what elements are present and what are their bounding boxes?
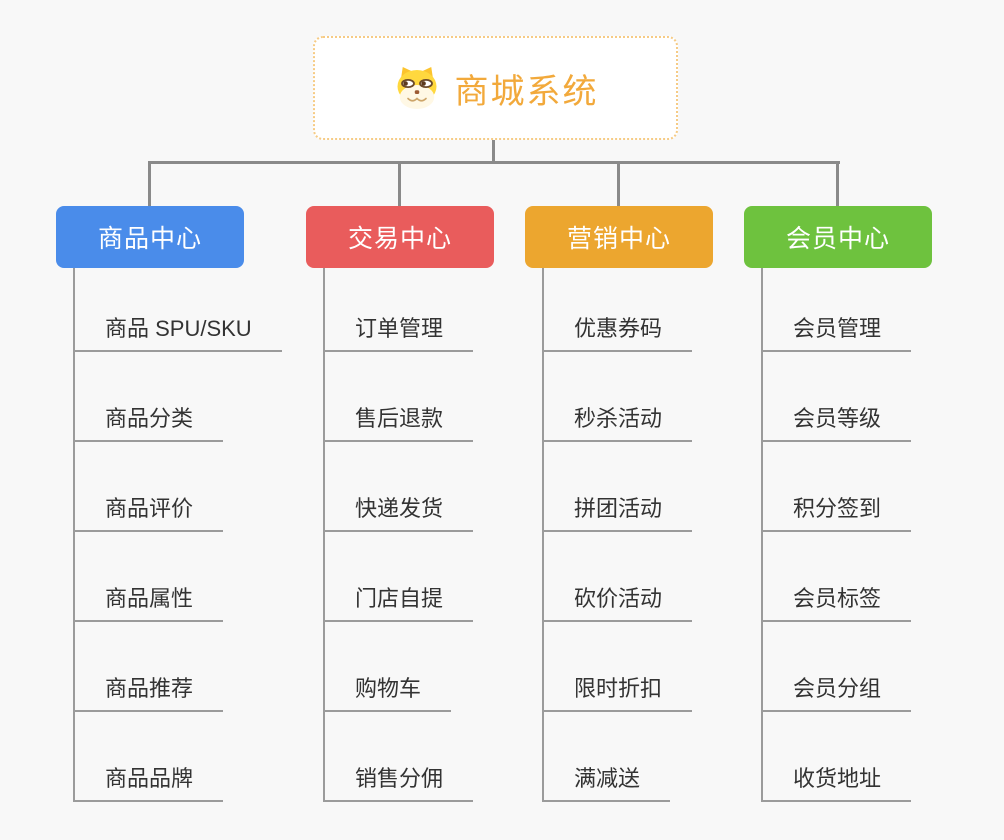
leaf-node[interactable]: 优惠券码 bbox=[542, 268, 693, 352]
leaf-node[interactable]: 商品品牌 bbox=[73, 712, 224, 802]
connector-root-stub bbox=[492, 140, 495, 164]
root-node[interactable]: 商城系统 bbox=[313, 36, 678, 140]
connector-bus bbox=[148, 161, 840, 164]
branch-label: 交易中心 bbox=[347, 225, 452, 253]
trunk-marketing bbox=[542, 268, 544, 802]
root-title: 商城系统 bbox=[454, 72, 599, 111]
branch-node-trade-center[interactable]: 交易中心 bbox=[306, 206, 494, 268]
leaf-node[interactable]: 会员标签 bbox=[761, 532, 912, 622]
leaf-column-product: 商品 SPU/SKU 商品分类 商品评价 商品属性 商品推荐 商品品牌 bbox=[73, 268, 282, 802]
connector-drop-marketing bbox=[617, 161, 620, 207]
connector-drop-product bbox=[148, 161, 151, 207]
branch-node-product-center[interactable]: 商品中心 bbox=[56, 206, 244, 268]
leaf-node[interactable]: 积分签到 bbox=[761, 442, 912, 532]
branch-label: 商品中心 bbox=[97, 225, 202, 253]
leaf-node[interactable]: 购物车 bbox=[323, 622, 452, 712]
doge-icon bbox=[397, 67, 436, 109]
leaf-node[interactable]: 快递发货 bbox=[323, 442, 474, 532]
connector-drop-member bbox=[836, 161, 839, 207]
trunk-product bbox=[73, 268, 75, 802]
leaf-node[interactable]: 商品推荐 bbox=[73, 622, 224, 712]
branch-node-member-center[interactable]: 会员中心 bbox=[744, 206, 932, 268]
leaf-node[interactable]: 砍价活动 bbox=[542, 532, 693, 622]
leaf-node[interactable]: 门店自提 bbox=[323, 532, 474, 622]
leaf-node[interactable]: 销售分佣 bbox=[323, 712, 474, 802]
leaf-column-trade: 订单管理 售后退款 快递发货 门店自提 购物车 销售分佣 bbox=[323, 268, 474, 802]
branch-label: 会员中心 bbox=[785, 225, 890, 253]
leaf-column-marketing: 优惠券码 秒杀活动 拼团活动 砍价活动 限时折扣 满减送 bbox=[542, 268, 693, 802]
leaf-node[interactable]: 商品分类 bbox=[73, 352, 224, 442]
leaf-node[interactable]: 限时折扣 bbox=[542, 622, 693, 712]
leaf-node[interactable]: 秒杀活动 bbox=[542, 352, 693, 442]
leaf-node[interactable]: 商品 SPU/SKU bbox=[73, 268, 282, 352]
leaf-node[interactable]: 商品评价 bbox=[73, 442, 224, 532]
leaf-node[interactable]: 售后退款 bbox=[323, 352, 474, 442]
leaf-node[interactable]: 拼团活动 bbox=[542, 442, 693, 532]
leaf-node[interactable]: 会员管理 bbox=[761, 268, 912, 352]
leaf-node[interactable]: 商品属性 bbox=[73, 532, 224, 622]
leaf-column-member: 会员管理 会员等级 积分签到 会员标签 会员分组 收货地址 bbox=[761, 268, 912, 802]
leaf-node[interactable]: 满减送 bbox=[542, 712, 671, 802]
connector-drop-trade bbox=[398, 161, 401, 207]
leaf-node[interactable]: 收货地址 bbox=[761, 712, 912, 802]
trunk-trade bbox=[323, 268, 325, 802]
branch-node-marketing-center[interactable]: 营销中心 bbox=[525, 206, 713, 268]
branch-label: 营销中心 bbox=[566, 225, 671, 253]
leaf-node[interactable]: 订单管理 bbox=[323, 268, 474, 352]
trunk-member bbox=[761, 268, 763, 802]
leaf-node[interactable]: 会员等级 bbox=[761, 352, 912, 442]
leaf-node[interactable]: 会员分组 bbox=[761, 622, 912, 712]
